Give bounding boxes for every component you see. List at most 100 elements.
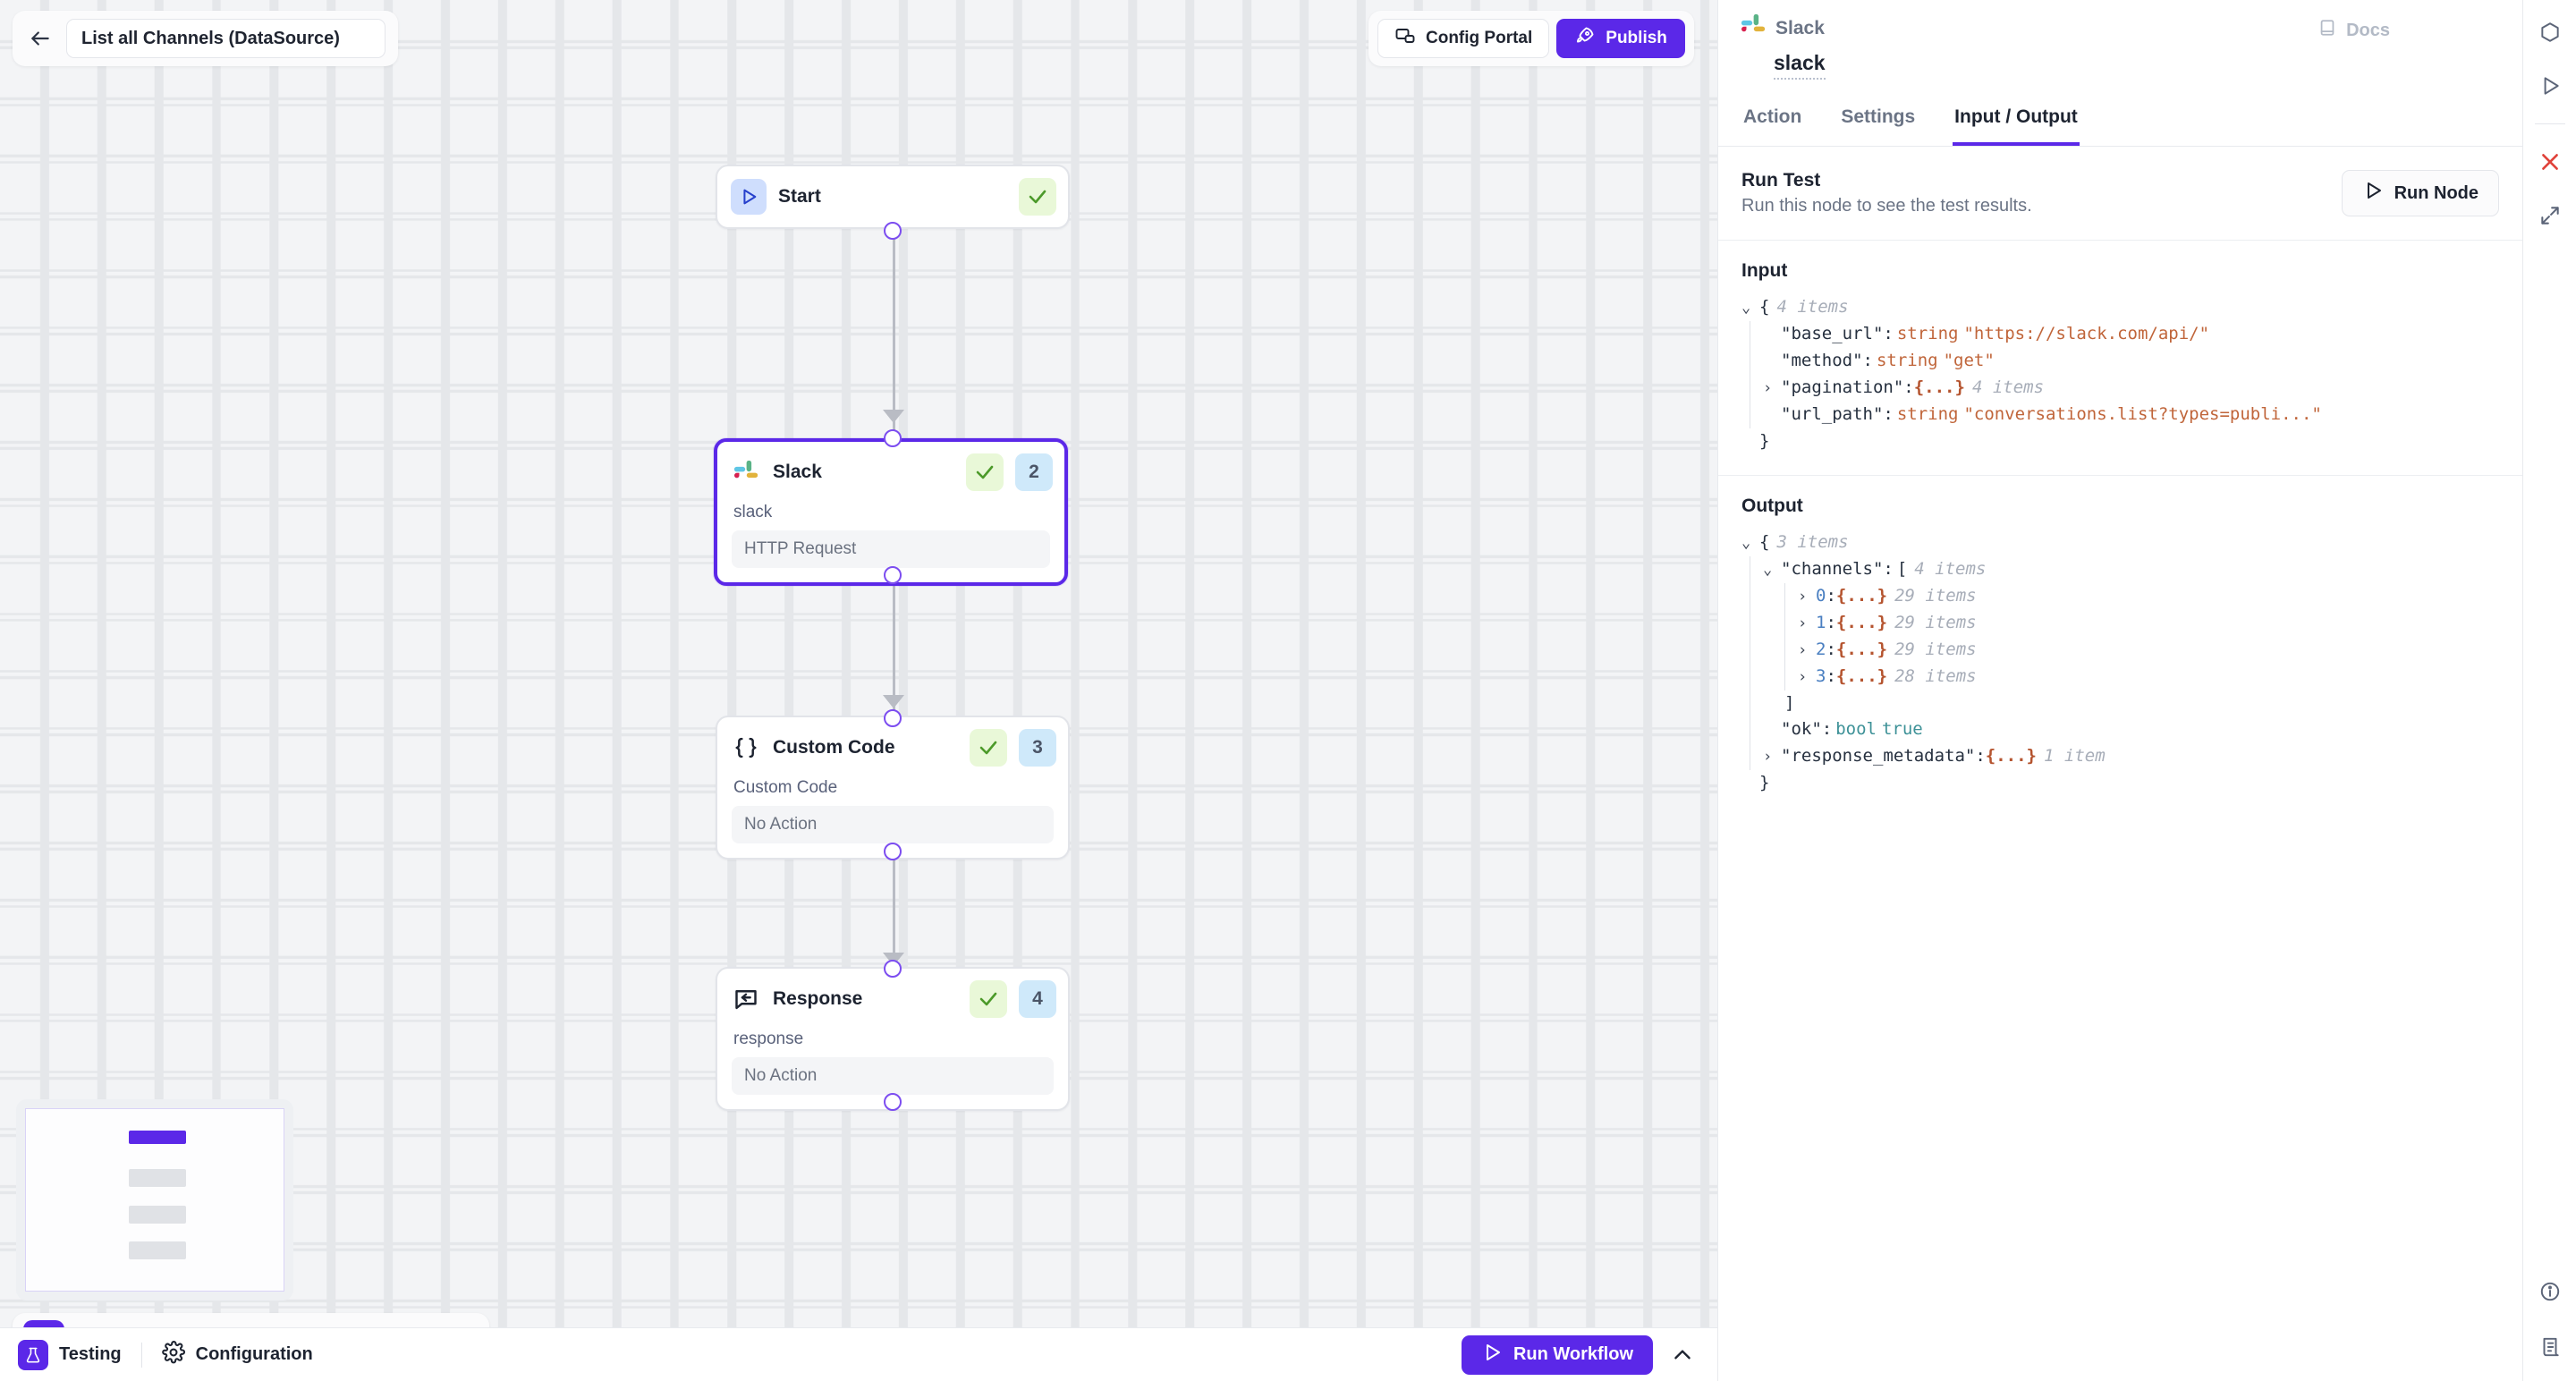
expand-icon[interactable] [2530, 196, 2570, 235]
port-response-out[interactable] [884, 1093, 902, 1111]
port-custom-code-out[interactable] [884, 843, 902, 860]
json-item-count: 4 items [1914, 559, 1987, 579]
check-icon [970, 980, 1007, 1018]
minimap-viewport [25, 1108, 284, 1292]
node-response[interactable]: Response 4 response No Action [716, 967, 1070, 1111]
panel-node-name[interactable]: slack [1774, 51, 1826, 80]
node-response-action[interactable]: No Action [732, 1057, 1054, 1095]
node-slack-header: Slack 2 [717, 442, 1064, 503]
port-slack-out[interactable] [884, 566, 902, 584]
hexagon-icon[interactable] [2530, 13, 2570, 52]
caret-placeholder: › [1763, 717, 1781, 743]
port-response-in[interactable] [884, 960, 902, 978]
port-custom-code-in[interactable] [884, 709, 902, 727]
json-type: string [1896, 324, 1959, 343]
json-row-collapsible[interactable]: › "response_metadata": {...} 1 item [1763, 743, 2499, 770]
json-key: "url_path" [1781, 404, 1884, 424]
json-collapsed-object: {...} [1835, 640, 1888, 659]
json-item-count: 29 items [1894, 640, 1977, 659]
output-json-tree[interactable]: ⌄ { 3 items ⌄ "channels": [ 4 items › 0: [1741, 530, 2499, 797]
tab-action[interactable]: Action [1743, 106, 1802, 127]
json-open-brace: { [1759, 297, 1770, 317]
tab-input-output[interactable]: Input / Output [1953, 96, 2080, 146]
input-json-tree[interactable]: ⌄ { 4 items › "base_url": string "https:… [1741, 294, 2499, 455]
json-collapsed-object: {...} [1985, 746, 2037, 766]
run-workflow-button[interactable]: Run Workflow [1461, 1334, 1653, 1375]
json-root-row[interactable]: ⌄ { 3 items [1741, 530, 2499, 556]
json-collapsed-object: {...} [1913, 377, 1965, 397]
json-colon: : [1826, 613, 1836, 632]
chevron-down-icon[interactable]: ⌄ [1763, 561, 1773, 579]
node-custom-code-order-badge: 3 [1019, 729, 1056, 767]
node-custom-code[interactable]: Custom Code 3 Custom Code No Action [716, 716, 1070, 860]
run-node-button[interactable]: Run Node [2341, 170, 2499, 216]
json-root-row[interactable]: ⌄ { 4 items [1741, 294, 2499, 321]
minimap-node [129, 1241, 186, 1260]
json-colon: : [1826, 666, 1836, 686]
channels-array-items: › 0: {...} 29 items › 1: {...} 29 items [1784, 583, 2499, 690]
json-open-bracket: [ [1896, 559, 1908, 579]
json-item-count: 4 items [1776, 297, 1849, 317]
testing-button[interactable]: Testing [18, 1339, 122, 1370]
play-icon[interactable] [2530, 66, 2570, 106]
docs-label: Docs [2346, 20, 2390, 40]
run-test-text: Run Test Run this node to see the test r… [1741, 170, 2032, 216]
port-start-out[interactable] [884, 222, 902, 240]
testing-label: Testing [59, 1344, 122, 1364]
close-icon[interactable] [2530, 142, 2570, 182]
json-item-count: 28 items [1894, 666, 1977, 686]
edge-arrow-custom-code [883, 695, 904, 708]
node-slack-action[interactable]: HTTP Request [732, 530, 1050, 568]
chevron-down-icon[interactable]: ⌄ [1741, 299, 1751, 317]
json-array-item[interactable]: › 1: {...} 29 items [1798, 610, 2499, 637]
node-custom-code-action[interactable]: No Action [732, 806, 1054, 843]
caret-placeholder: › [1763, 322, 1781, 348]
node-slack[interactable]: Slack 2 slack HTTP Request [714, 438, 1068, 586]
log-icon[interactable] [2530, 1327, 2570, 1367]
port-slack-in[interactable] [884, 429, 902, 447]
workflow-select[interactable]: List all Channels (DataSource) [66, 19, 386, 58]
json-item-count: 29 items [1894, 613, 1977, 632]
workflow-canvas[interactable]: Start [0, 0, 1717, 1381]
edge-custom-code-to-response [893, 851, 895, 986]
chevron-right-icon[interactable]: › [1763, 748, 1773, 766]
canvas-top-actions-toolbar: Config Portal Publish [1368, 11, 1694, 66]
json-key: "base_url" [1781, 324, 1884, 343]
json-array-item[interactable]: › 3: {...} 28 items [1798, 664, 2499, 690]
config-portal-button[interactable]: Config Portal [1377, 19, 1550, 58]
chevron-right-icon[interactable]: › [1798, 668, 1808, 686]
configuration-button[interactable]: Configuration [161, 1341, 313, 1368]
slack-icon [731, 457, 761, 487]
chevron-right-icon[interactable]: › [1798, 641, 1808, 659]
json-key: "channels" [1781, 559, 1884, 579]
json-row[interactable]: › "method": string "get" [1763, 348, 2499, 375]
chevron-down-icon[interactable]: ⌄ [1741, 534, 1751, 552]
info-icon[interactable] [2530, 1272, 2570, 1311]
node-start[interactable]: Start [716, 165, 1070, 229]
json-colon: : [1883, 404, 1894, 424]
chevron-down-icon [354, 27, 374, 51]
json-colon: : [1903, 377, 1914, 397]
chevron-right-icon[interactable]: › [1798, 614, 1808, 632]
window-icon [1394, 25, 1416, 52]
json-array-item[interactable]: › 2: {...} 29 items [1798, 637, 2499, 664]
node-response-title: Response [773, 988, 863, 1009]
publish-button[interactable]: Publish [1556, 19, 1685, 58]
bottom-status-bar: Testing Configuration Run Workflow [0, 1327, 1717, 1381]
json-row[interactable]: › "url_path": string "conversations.list… [1763, 402, 2499, 428]
json-row-collapsible[interactable]: › "pagination": {...} 4 items [1763, 375, 2499, 402]
json-array-item[interactable]: › 0: {...} 29 items [1798, 583, 2499, 610]
canvas-minimap[interactable] [16, 1099, 293, 1301]
json-channels-row[interactable]: ⌄ "channels": [ 4 items [1763, 556, 2499, 583]
chevron-right-icon[interactable]: › [1798, 588, 1808, 606]
json-row[interactable]: › "base_url": string "https://slack.com/… [1763, 321, 2499, 348]
configuration-label: Configuration [195, 1344, 313, 1364]
play-icon [1481, 1342, 1503, 1368]
docs-button[interactable]: Docs [2318, 18, 2390, 43]
json-row[interactable]: › "ok": bool true [1763, 716, 2499, 743]
edge-start-to-slack [893, 231, 895, 435]
back-button[interactable] [23, 21, 57, 55]
tab-settings[interactable]: Settings [1841, 106, 1916, 127]
chevron-up-icon[interactable] [1665, 1338, 1699, 1372]
chevron-right-icon[interactable]: › [1763, 379, 1773, 397]
